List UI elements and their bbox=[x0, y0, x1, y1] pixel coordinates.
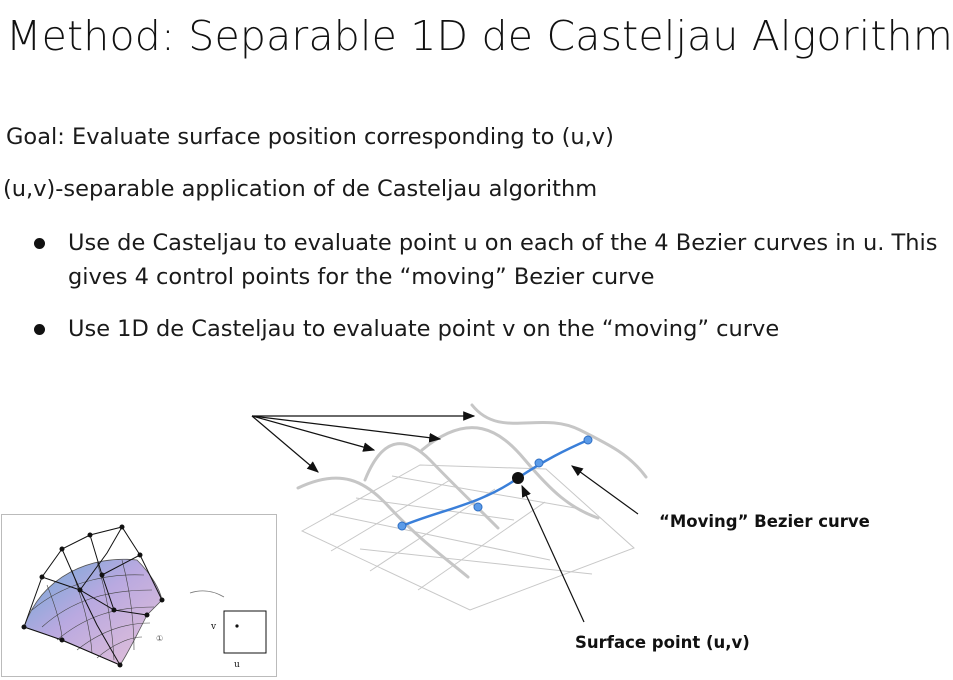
moving-curve-arrow bbox=[571, 465, 639, 515]
control-points bbox=[21, 524, 165, 668]
surface-point-label: Surface point (u,v) bbox=[575, 633, 750, 652]
bullet-text-2: Use 1D de Casteljau to evaluate point v … bbox=[68, 316, 780, 342]
moving-curve-label: “Moving” Bezier curve bbox=[659, 512, 870, 531]
inset-v-label: v bbox=[210, 622, 217, 632]
curve-pointer-arrows bbox=[251, 411, 476, 473]
subtitle-text: (u,v)-separable application of de Castel… bbox=[3, 176, 598, 202]
surface-patch-inset: ① v u bbox=[1, 514, 277, 677]
slide-title: Method: Separable 1D de Casteljau Algori… bbox=[6, 12, 953, 60]
inset-u-label: u bbox=[234, 660, 240, 670]
parameter-grid bbox=[300, 464, 635, 611]
inset-symbol: ① bbox=[156, 634, 163, 643]
bullet-dot-1 bbox=[34, 238, 45, 249]
u-bezier-curves bbox=[296, 403, 648, 579]
uv-point bbox=[235, 624, 239, 628]
goal-text: Goal: Evaluate surface position correspo… bbox=[6, 124, 614, 150]
surface-patch-illustration: ① v u bbox=[21, 524, 267, 670]
mapping-arrow bbox=[189, 590, 225, 598]
surface-point-marker bbox=[512, 472, 524, 484]
bullet-dot-2 bbox=[34, 324, 45, 335]
moving-curve-control-points bbox=[397, 435, 593, 531]
surface-point-arrow bbox=[521, 484, 585, 623]
uv-domain-square bbox=[223, 610, 267, 654]
bullet-text-1: Use de Casteljau to evaluate point u on … bbox=[68, 230, 938, 290]
